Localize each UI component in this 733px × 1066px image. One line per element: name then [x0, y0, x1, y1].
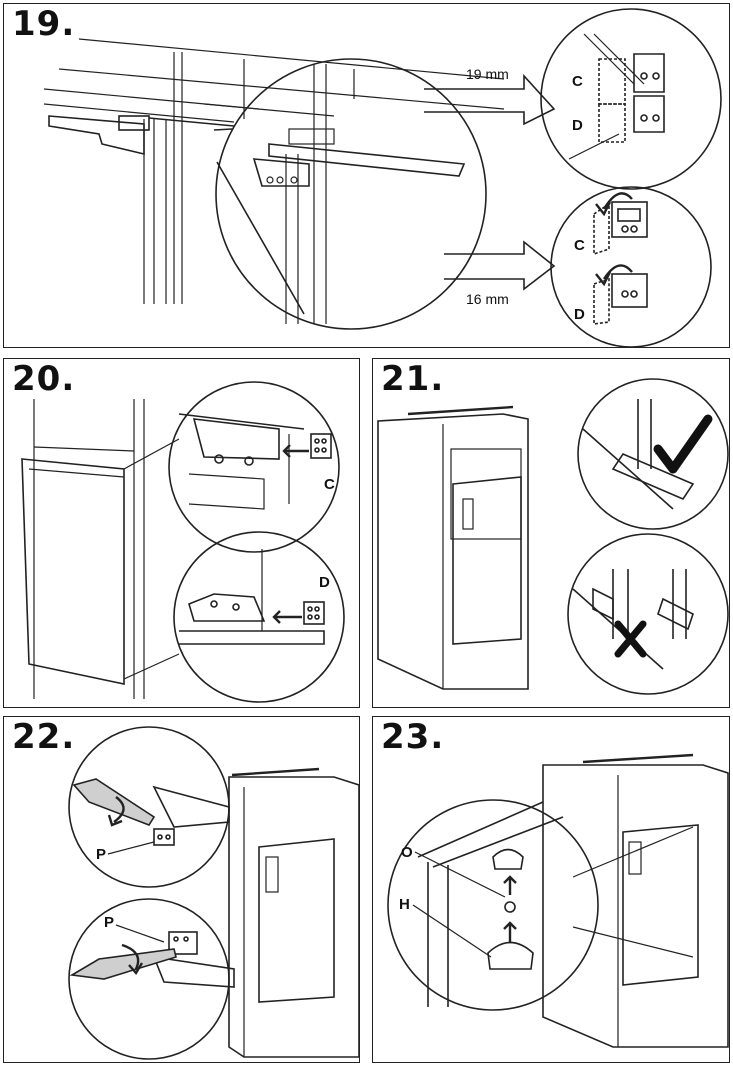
step-19-panel: 19.: [3, 3, 730, 348]
zoom-circle-top: [68, 726, 230, 888]
arrow-to-19mm: [424, 73, 556, 126]
label-d: D: [319, 574, 330, 591]
dimension-19mm: 19 mm: [466, 66, 509, 82]
zoom-circle-lower: [173, 531, 345, 703]
step-20-panel: 20. C: [3, 358, 360, 708]
step-22-illustration: P P: [68, 726, 359, 1060]
step-19-illustration: 19 mm 16 mm C D: [43, 8, 722, 347]
door-top-edge: [48, 115, 235, 156]
label-c-top: C: [572, 73, 583, 90]
rotate-arrow-icon: [595, 192, 633, 287]
cabinet-and-door: [21, 399, 180, 699]
arrow-to-16mm: [444, 240, 556, 291]
step-22-panel: 22. P: [3, 716, 360, 1063]
fridge-in-cabinet: [377, 405, 529, 690]
zoom-circle-correct: [577, 378, 729, 530]
pointer-lines: [572, 826, 694, 958]
label-c: C: [324, 476, 335, 493]
step-21-panel: 21.: [372, 358, 730, 708]
rotate-arrow-icon: [107, 796, 125, 827]
step-21-illustration: [377, 378, 729, 695]
mount-arrows: [503, 875, 517, 943]
step-23-illustration: O H: [387, 753, 729, 1048]
check-mark-icon: [653, 414, 713, 474]
cabinet-frame: [43, 38, 505, 304]
label-c-bottom: C: [574, 237, 585, 254]
fridge-in-cabinet: [542, 753, 729, 1048]
label-h: H: [399, 896, 410, 913]
zoom-circle-wrong: [567, 533, 729, 695]
step-23-panel: 23. O H: [372, 716, 730, 1063]
label-p-bottom: P: [104, 914, 114, 931]
zoom-circle-upper: [168, 381, 340, 553]
cross-mark-icon: [614, 620, 647, 658]
zoom-circle: [387, 799, 599, 1011]
zoom-detail: [203, 64, 466, 324]
zoom-circle: [213, 58, 487, 330]
detail-circle-bottom: [550, 186, 712, 347]
step-22-number: 22.: [12, 717, 76, 757]
label-o: O: [401, 844, 413, 861]
step-19-number: 19.: [12, 4, 76, 44]
screwdriver-top: [72, 778, 156, 826]
step-20-number: 20.: [12, 359, 76, 399]
step-20-illustration: C D: [21, 381, 345, 703]
label-p-top: P: [96, 846, 106, 863]
dimension-16mm: 16 mm: [466, 291, 509, 307]
label-d-top: D: [572, 117, 583, 134]
rotate-arrow-icon: [121, 943, 144, 976]
step-23-number: 23.: [381, 717, 445, 757]
label-d-bottom: D: [574, 306, 585, 323]
detail-circle-top: [540, 8, 722, 190]
screwdriver-bottom: [69, 948, 177, 980]
step-21-number: 21.: [381, 359, 445, 399]
fridge-in-cabinet: [228, 767, 359, 1058]
zoom-circle-bottom: [68, 898, 235, 1060]
